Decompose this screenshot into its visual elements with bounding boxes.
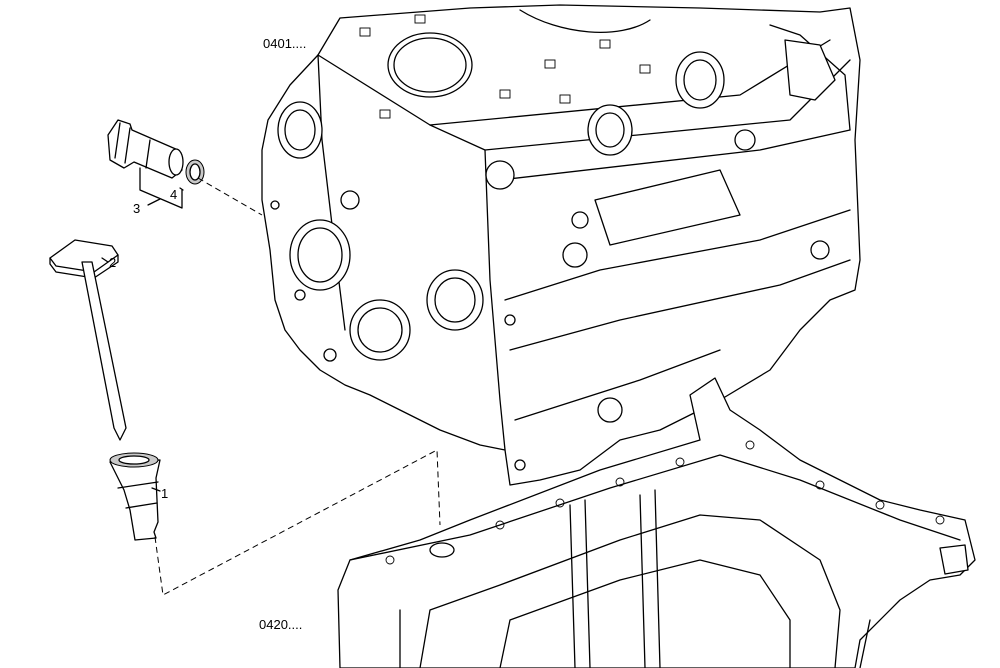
engine-block	[261, 4, 861, 486]
sump-reference-label: 0420....	[259, 617, 302, 632]
dipstick	[49, 239, 127, 441]
oil-fitting-assembly	[107, 119, 205, 185]
dipstick-tube	[109, 452, 161, 541]
callout-1: 1	[161, 486, 168, 501]
block-reference-label: 0401....	[263, 36, 306, 51]
callout-4: 4	[170, 187, 177, 202]
callout-3: 3	[133, 201, 140, 216]
oil-sump	[337, 377, 976, 668]
leader-lines	[101, 167, 441, 596]
callout-2: 2	[109, 255, 116, 270]
